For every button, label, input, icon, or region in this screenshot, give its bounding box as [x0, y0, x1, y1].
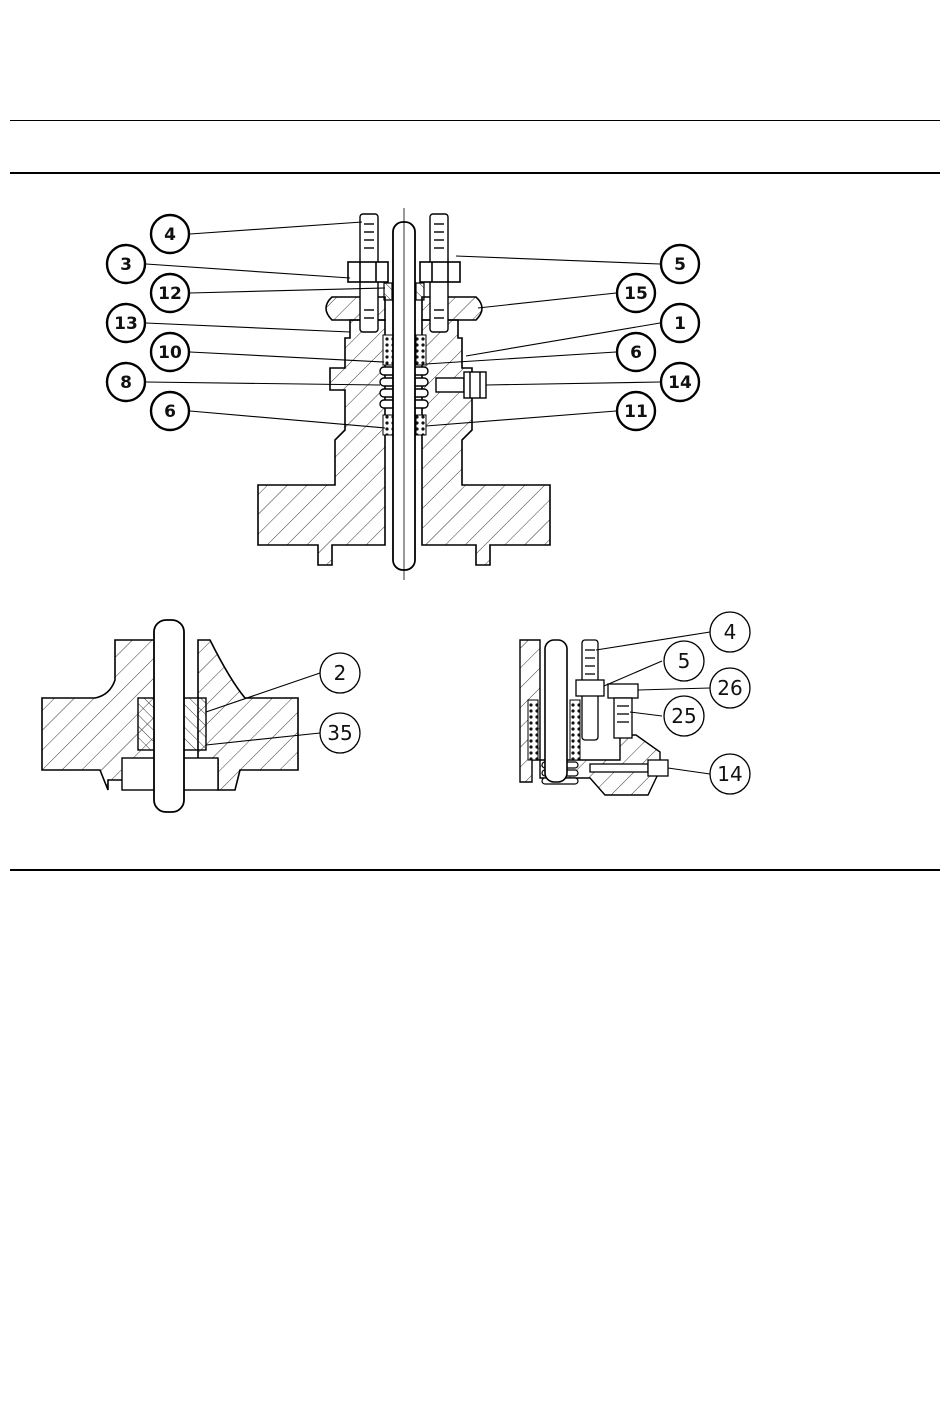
detail-left-stem — [154, 620, 184, 812]
detail-right-view — [520, 640, 668, 795]
packing-rings-lower-left — [383, 415, 393, 435]
callout-2: 2 — [320, 653, 360, 693]
callout-label: 3 — [120, 255, 132, 275]
callout-label: 1 — [674, 314, 686, 334]
callout-4-left: 4 — [151, 215, 189, 253]
callout-label: 14 — [668, 373, 692, 393]
callout-label: 5 — [678, 649, 691, 673]
callout-label: 12 — [158, 284, 182, 304]
detail-right-packing-left — [528, 700, 538, 760]
callout-3: 3 — [107, 245, 145, 283]
detail-right-callouts: 4 5 26 25 14 — [664, 612, 750, 794]
callout-11: 11 — [617, 392, 655, 430]
callout-label: 10 — [158, 343, 182, 363]
callout-1: 1 — [661, 304, 699, 342]
hex-nut-left — [348, 262, 388, 282]
hex-nut-right — [420, 262, 460, 282]
callout-14-detail: 14 — [710, 754, 750, 794]
callout-4-detail: 4 — [710, 612, 750, 652]
callout-label: 11 — [624, 402, 648, 422]
callout-10: 10 — [151, 333, 189, 371]
callout-15: 15 — [617, 274, 655, 312]
callout-label: 6 — [164, 402, 176, 422]
callout-26: 26 — [710, 668, 750, 708]
callout-label: 13 — [114, 314, 138, 334]
callout-8: 8 — [107, 363, 145, 401]
callout-25: 25 — [664, 696, 704, 736]
callout-12: 12 — [151, 274, 189, 312]
callout-label: 4 — [724, 620, 737, 644]
detail-left-callouts: 2 35 — [320, 653, 360, 753]
callout-5-detail: 5 — [664, 641, 704, 681]
packing-rings-lower-right — [416, 415, 426, 435]
callout-label: 2 — [334, 661, 347, 685]
callout-label: 6 — [630, 343, 642, 363]
detail-right-stem — [545, 640, 567, 782]
callout-14-main: 14 — [661, 363, 699, 401]
callout-6-left: 6 — [151, 392, 189, 430]
callout-label: 35 — [327, 721, 352, 745]
packing-rings-upper-right — [416, 335, 426, 365]
detail-left-view — [42, 620, 298, 812]
detail-right-packing-right — [570, 700, 580, 760]
callout-5-right: 5 — [661, 245, 699, 283]
callout-label: 15 — [624, 284, 648, 304]
callout-13: 13 — [107, 304, 145, 342]
callout-label: 25 — [671, 704, 696, 728]
bonnet-body-right — [422, 320, 550, 565]
callout-label: 8 — [120, 373, 132, 393]
callout-35: 35 — [320, 713, 360, 753]
main-view — [258, 208, 550, 580]
callout-label: 14 — [717, 762, 742, 786]
callout-label: 5 — [674, 255, 686, 275]
packing-rings-upper-left — [383, 335, 393, 365]
callout-label: 4 — [164, 225, 176, 245]
callout-6-right: 6 — [617, 333, 655, 371]
detail-right-bolt-25 — [608, 684, 638, 738]
callout-label: 26 — [717, 676, 742, 700]
